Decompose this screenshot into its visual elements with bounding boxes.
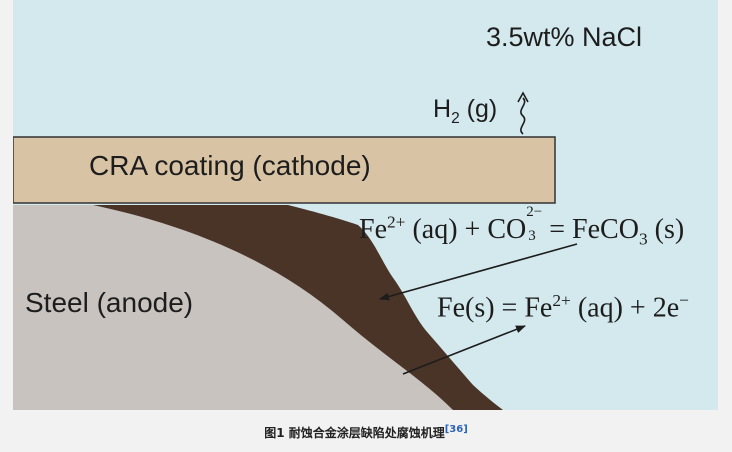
reaction-2-part-b: (aq) + 2e: [570, 292, 680, 324]
reaction-1-part-b: (aq) + CO: [405, 214, 527, 245]
reaction-1-subscript-co3: 3: [528, 228, 536, 244]
electrolyte-label: 3.5wt% NaCl: [486, 22, 643, 52]
reaction-2-part-a: Fe(s) = Fe: [437, 292, 553, 324]
figure-caption: 图1 耐蚀合金涂层缺陷处腐蚀机理[36]: [0, 424, 732, 441]
hydrogen-symbol: H: [433, 95, 452, 123]
steel-label: Steel (anode): [25, 287, 194, 318]
fe-dissolution-equation: Fe(s) = Fe2+ (aq) + 2e−: [437, 291, 689, 324]
hydrogen-subscript: 2: [451, 110, 460, 127]
steel-substrate: [13, 205, 453, 410]
reaction-1-subscript-feco3: 3: [638, 229, 648, 249]
reaction-1-part-c: = FeCO: [542, 214, 639, 245]
coating-label: CRA coating (cathode): [89, 150, 371, 181]
fe-dissolution-arrow: [402, 325, 526, 375]
hydrogen-state: (g): [459, 95, 498, 123]
reaction-1-charge-co3: 2−: [526, 204, 543, 220]
hydrogen-arrowhead: [517, 91, 529, 103]
cra-coating: [13, 136, 556, 204]
reaction-1-part-a: Fe: [359, 214, 387, 245]
reaction-2-charge-fe: 2+: [552, 291, 571, 310]
corrosion-diagram: 3.5wt% NaCl H2 (g) CRA coating (cathode)…: [13, 0, 718, 410]
corrosion-product-layer: [93, 205, 503, 410]
citation-link[interactable]: [36]: [444, 424, 468, 435]
caption-text: 图1 耐蚀合金涂层缺陷处腐蚀机理: [264, 426, 445, 440]
hydrogen-label: H2 (g): [433, 95, 497, 128]
reaction-2-charge-electron: −: [679, 291, 689, 310]
hydrogen-evolution-arrow: [520, 97, 526, 135]
feco3-reaction-arrow: [379, 243, 578, 301]
diagram-graphic: [13, 91, 578, 410]
reaction-1-charge-fe: 2+: [387, 212, 406, 232]
reaction-1-part-d: (s): [647, 214, 685, 245]
